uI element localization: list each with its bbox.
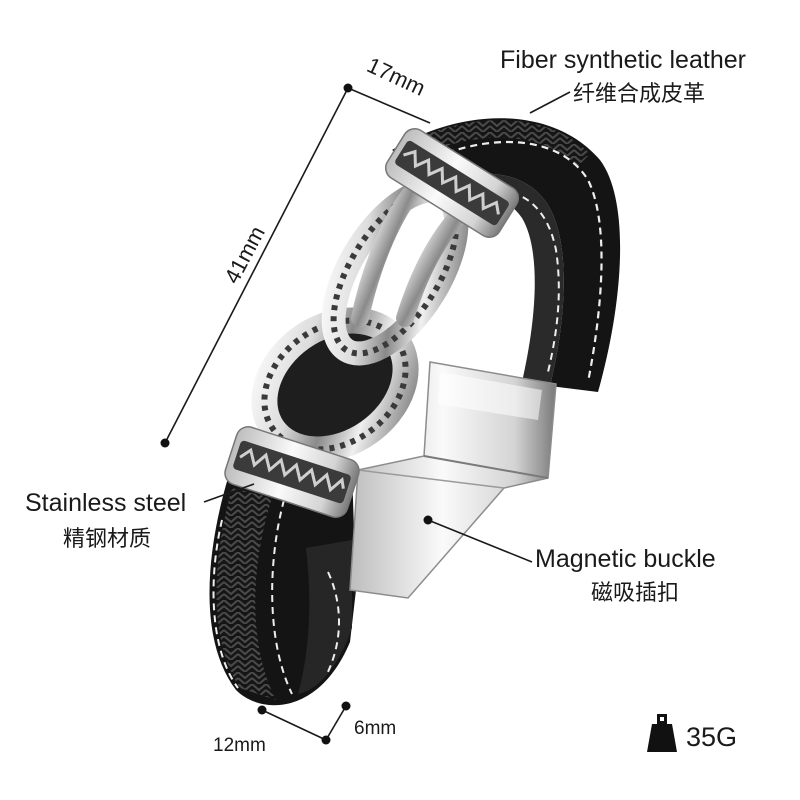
leader-line-steel — [203, 483, 255, 503]
material-leather-label: Fiber synthetic leather — [500, 46, 746, 74]
dimension-line-6mm — [325, 705, 347, 741]
material-leather-label-zh: 纤维合成皮革 — [573, 82, 706, 107]
stitching-back-outer — [424, 140, 603, 383]
magnetic-buckle-body — [349, 361, 557, 599]
magnetic-buckle-seam — [423, 455, 549, 479]
dot-marker — [343, 83, 353, 93]
magnetic-buckle-highlight — [438, 372, 542, 420]
leather-band-back — [392, 118, 621, 392]
dot-marker — [257, 705, 267, 715]
stitching-back-inner — [487, 188, 560, 373]
dimension-lines — [164, 87, 571, 741]
buckle-label-zh: 磁吸插扣 — [591, 581, 680, 606]
band-inner-surface-back — [442, 173, 564, 386]
dimension-label-thickness: 6mm — [354, 718, 397, 739]
buckle-label: Magnetic buckle — [535, 545, 716, 573]
dimension-dots — [160, 83, 433, 745]
stitching-front-right — [271, 499, 293, 695]
dot-marker — [423, 515, 433, 525]
stitching-front-inner — [325, 571, 340, 677]
weight-icon — [647, 714, 677, 752]
magnetic-buckle-lower-seam — [357, 469, 505, 489]
dot-marker — [341, 701, 351, 711]
weight-label: 35G — [686, 722, 738, 752]
leader-line-buckle — [427, 519, 533, 563]
braided-strip-back — [408, 120, 590, 166]
material-steel-label: Stainless steel — [25, 489, 187, 517]
dimension-line-41mm — [164, 87, 349, 444]
magnetic-buckle — [349, 361, 557, 599]
leader-line-leather — [529, 91, 571, 114]
steel-bead-top — [384, 128, 520, 238]
braided-strip-front — [216, 488, 276, 700]
dimension-line-17mm — [347, 87, 431, 124]
dot-marker — [321, 735, 331, 745]
dimension-line-12mm — [261, 709, 327, 741]
dot-marker — [160, 438, 170, 448]
steel-bead-lower — [224, 426, 360, 518]
knot-prong-right — [396, 203, 471, 327]
material-steel-label-zh: 精钢材质 — [63, 527, 152, 552]
dimension-label-band-width: 12mm — [213, 735, 266, 756]
knot-prong-left — [351, 183, 421, 327]
band-inner-surface-front — [298, 540, 352, 694]
